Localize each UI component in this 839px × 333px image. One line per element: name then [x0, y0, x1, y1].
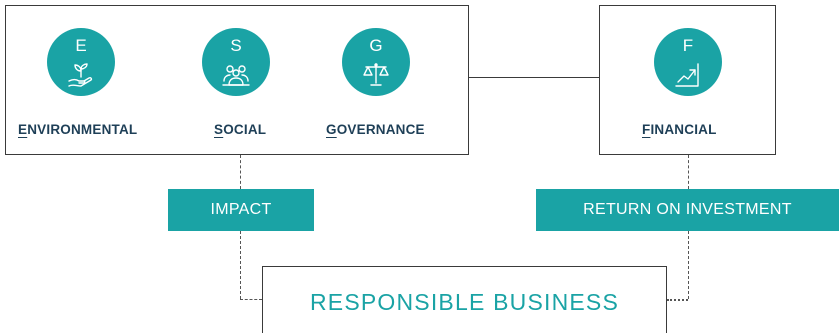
financial-letter: F [682, 36, 694, 55]
responsible-business-box: RESPONSIBLE BUSINESS [262, 266, 667, 333]
connector-esg-financial [469, 77, 599, 78]
financial-label-initial: F [642, 122, 651, 137]
environmental-circle: E [47, 28, 115, 96]
connector-roi-outcome-horizontal [667, 299, 688, 301]
financial-label: FINANCIAL [642, 122, 717, 137]
connector-financial-to-roi [688, 155, 689, 189]
environmental-label: ENVIRONMENTAL [18, 122, 137, 137]
growth-chart-icon [675, 63, 699, 87]
connector-impact-to-outcome [240, 231, 241, 299]
governance-letter: G [369, 36, 383, 55]
governance-circle: G [342, 28, 410, 96]
governance-label-rest: OVERNANCE [336, 122, 425, 137]
financial-label-rest: INANCIAL [650, 122, 717, 137]
financial-circle: F [654, 28, 722, 96]
impact-tag: IMPACT [168, 189, 314, 231]
social-circle: S [202, 28, 270, 96]
governance-label-initial: G [326, 122, 337, 137]
responsible-business-title: RESPONSIBLE BUSINESS [309, 289, 620, 315]
environmental-letter: E [75, 36, 87, 55]
environmental-label-initial: E [18, 122, 28, 137]
social-label-rest: OCIAL [223, 122, 267, 137]
return-on-investment-tag: RETURN ON INVESTMENT [536, 189, 839, 231]
people-group-icon [222, 65, 250, 86]
connector-esg-to-impact [240, 155, 241, 189]
connector-impact-outcome-horizontal [240, 299, 262, 300]
social-letter: S [230, 36, 242, 55]
balance-scale-icon [363, 63, 389, 86]
social-label: SOCIAL [214, 122, 266, 137]
social-label-initial: S [214, 122, 224, 137]
plant-in-hand-icon [68, 63, 93, 87]
environmental-label-rest: NVIRONMENTAL [27, 122, 138, 137]
governance-label: GOVERNANCE [326, 122, 425, 137]
connector-roi-to-outcome [688, 231, 689, 299]
